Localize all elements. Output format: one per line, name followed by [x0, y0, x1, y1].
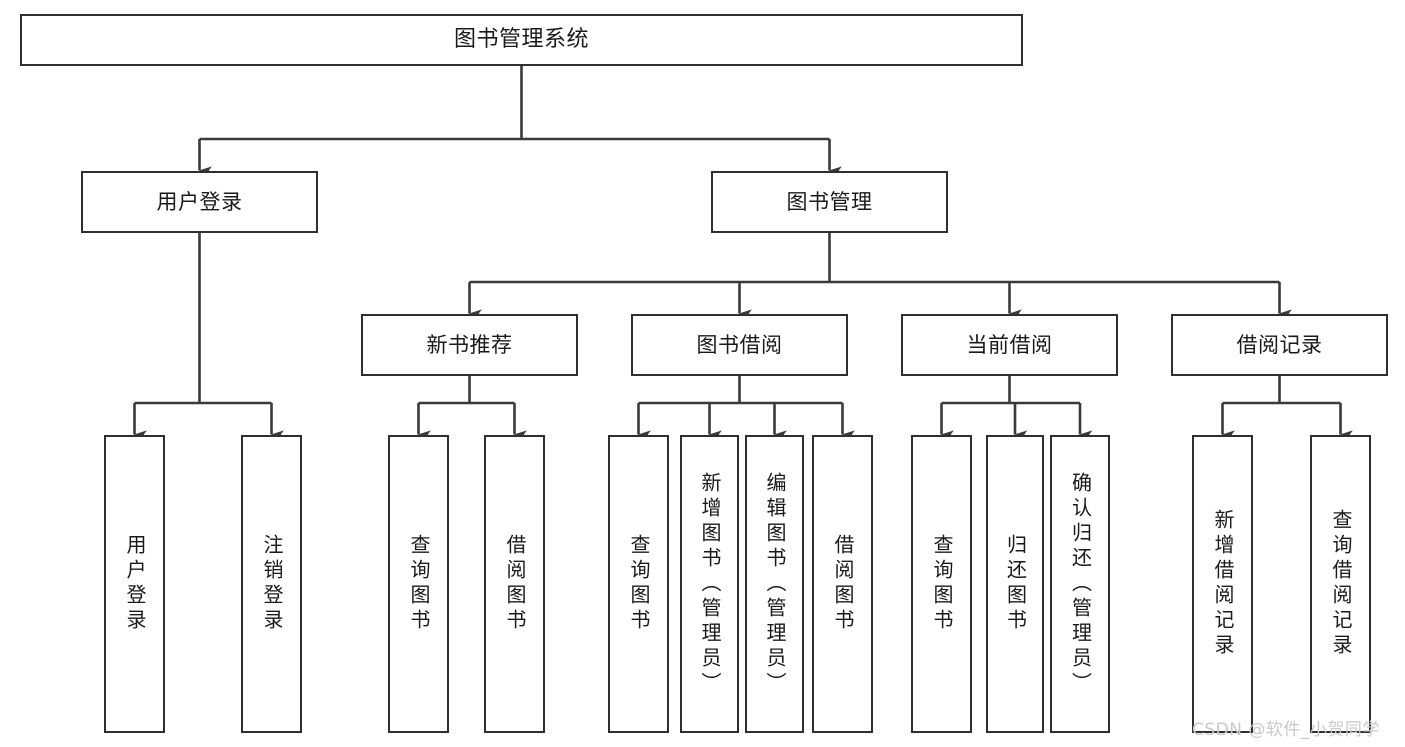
node-leaf-borrow-book-rec[interactable]: 借阅图书 — [484, 435, 545, 733]
node-leaf-query-book-rec[interactable]: 查询图书 — [388, 435, 449, 733]
node-new-book-recommend[interactable]: 新书推荐 — [361, 314, 578, 376]
csdn-watermark: CSDN @软件_小贺同学 — [1192, 720, 1380, 740]
node-label: 编辑图书（管理员） — [763, 471, 787, 697]
node-root[interactable]: 图书管理系统 — [20, 14, 1023, 66]
node-label: 归还图书 — [1003, 534, 1028, 634]
node-label: 借阅记录 — [1236, 332, 1323, 357]
node-label: 确认归还（管理员） — [1068, 471, 1093, 697]
node-label: 查询图书 — [930, 534, 954, 634]
node-label: 借阅图书 — [831, 534, 855, 634]
node-label: 用户登录 — [156, 189, 243, 214]
node-leaf-logout[interactable]: 注销登录 — [241, 435, 302, 733]
node-label: 当前借阅 — [966, 332, 1053, 357]
node-leaf-add-borrow-record[interactable]: 新增借阅记录 — [1192, 435, 1253, 733]
node-current-borrow[interactable]: 当前借阅 — [901, 314, 1118, 376]
node-label: 查询图书 — [407, 534, 431, 634]
node-label: 新书推荐 — [426, 332, 513, 357]
node-user-login[interactable]: 用户登录 — [81, 171, 318, 233]
node-leaf-borrow-book[interactable]: 借阅图书 — [812, 435, 873, 733]
node-book-borrow[interactable]: 图书借阅 — [631, 314, 848, 376]
node-leaf-user-login[interactable]: 用户登录 — [104, 435, 165, 733]
node-leaf-add-book-admin[interactable]: 新增图书（管理员） — [680, 435, 739, 733]
node-leaf-query-book-borrow[interactable]: 查询图书 — [608, 435, 669, 733]
node-label: 查询借阅记录 — [1329, 509, 1353, 659]
node-label: 新增图书（管理员） — [698, 471, 722, 697]
node-leaf-return-book[interactable]: 归还图书 — [986, 435, 1044, 733]
node-leaf-edit-book-admin[interactable]: 编辑图书（管理员） — [745, 435, 804, 733]
node-label: 图书管理 — [786, 189, 873, 214]
node-leaf-query-book-cur[interactable]: 查询图书 — [911, 435, 972, 733]
node-label: 注销登录 — [260, 534, 284, 634]
node-label: 新增借阅记录 — [1211, 509, 1235, 659]
node-borrow-record[interactable]: 借阅记录 — [1171, 314, 1388, 376]
node-label: 用户登录 — [123, 534, 147, 634]
node-leaf-query-borrow-record[interactable]: 查询借阅记录 — [1310, 435, 1371, 733]
node-label: 借阅图书 — [503, 534, 527, 634]
node-label: 图书管理系统 — [453, 27, 589, 53]
node-book-manage[interactable]: 图书管理 — [711, 171, 948, 233]
node-label: 图书借阅 — [696, 332, 783, 357]
node-leaf-confirm-return-admin[interactable]: 确认归还（管理员） — [1050, 435, 1110, 733]
node-label: 查询图书 — [627, 534, 651, 634]
